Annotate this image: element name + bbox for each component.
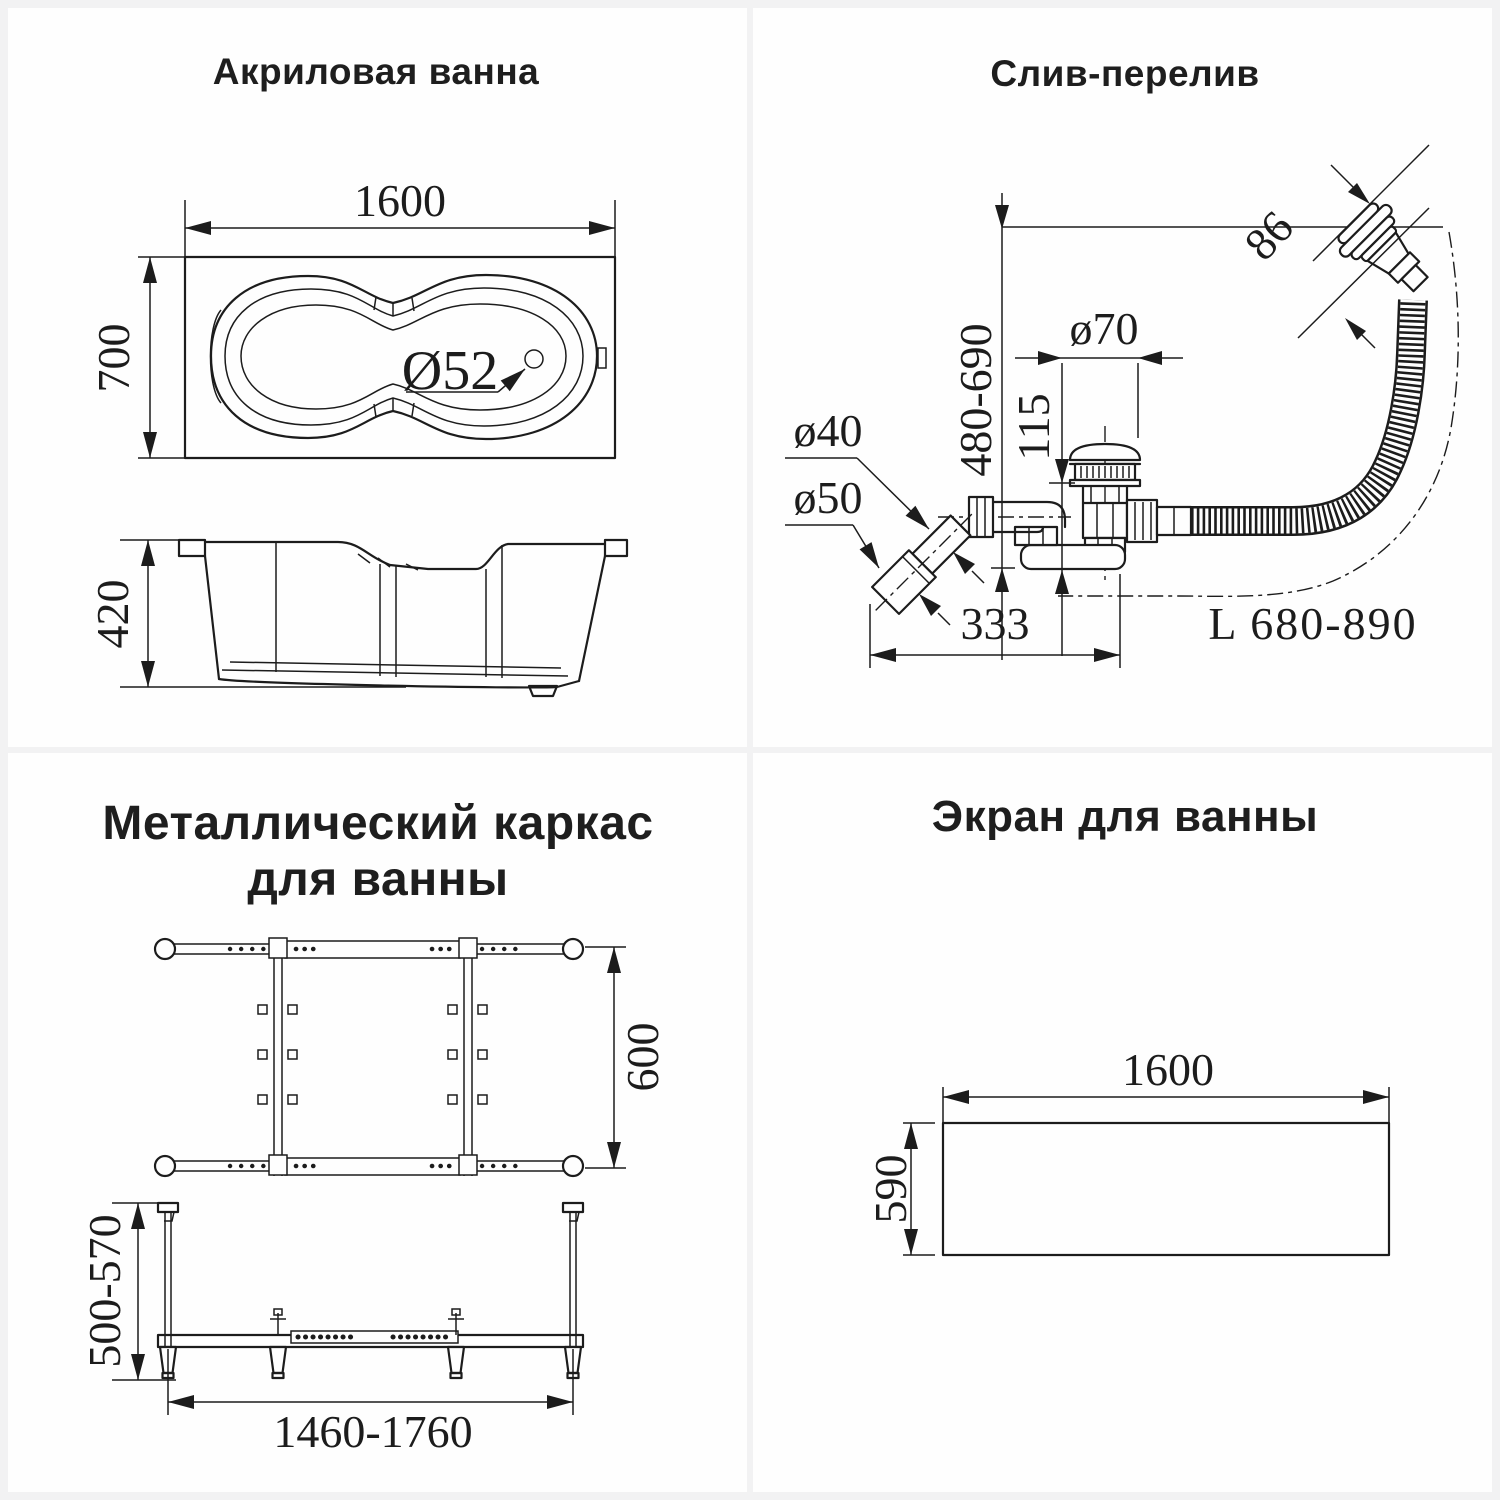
panel-metal-frame: Металлический каркас для ванны xyxy=(8,753,747,1492)
dim-body-height: 115 xyxy=(1008,393,1075,594)
dim-frame-height: 500-570 xyxy=(79,1202,176,1381)
drain-assembly xyxy=(871,426,1193,626)
drain-hole xyxy=(524,349,544,369)
dim-label-frame-height: 500-570 xyxy=(79,1214,130,1367)
hose-range-centerline xyxy=(1058,231,1459,598)
bathtub-top-view: Ø52 xyxy=(183,255,617,460)
frame-top-view xyxy=(153,937,585,1178)
dim-label-width: 700 xyxy=(88,324,139,393)
overflow-head xyxy=(1337,202,1429,293)
dim-label-hose-length: L 680-890 xyxy=(1208,598,1417,649)
dim-drain-top: ø70 xyxy=(1015,303,1183,656)
dim-label-d40: ø40 xyxy=(794,405,863,456)
dim-label-install-height: 480-690 xyxy=(950,323,1001,476)
panel-drain-overflow: Слив-перелив 480-690 xyxy=(753,8,1492,747)
dim-horizontal-offset: 333 xyxy=(869,574,1121,668)
dim-label-frame-depth: 600 xyxy=(617,1023,668,1092)
panel-title-frame-line2: для ванны xyxy=(247,853,508,906)
dim-label-horizontal-offset: 333 xyxy=(961,598,1030,649)
frame-side-view xyxy=(156,1201,585,1380)
dim-bathtub-width: 700 xyxy=(88,256,185,459)
dim-label-height: 420 xyxy=(87,580,138,649)
panel-title-frame-line1: Металлический каркас xyxy=(102,797,653,850)
dim-bathtub-height: 420 xyxy=(87,539,406,688)
dim-label-drain-top: ø70 xyxy=(1070,303,1139,354)
corrugated-hose xyxy=(1191,299,1428,536)
dim-install-height: 480-690 xyxy=(950,193,1443,660)
dim-bathtub-length: 1600 xyxy=(184,175,616,257)
dim-label-body-height: 115 xyxy=(1008,393,1059,460)
dim-label-overflow-depth: 86 xyxy=(1234,201,1303,269)
dim-label-d50: ø50 xyxy=(794,472,863,523)
dim-screen-height: 590 xyxy=(865,1122,935,1256)
dim-pipe-diameters: ø40 ø50 xyxy=(785,405,930,569)
dim-label-length: 1600 xyxy=(354,175,446,226)
dim-label-screen-length: 1600 xyxy=(1122,1044,1214,1095)
panel-bath-screen: Экран для ванны 1600 590 xyxy=(753,753,1492,1492)
panel-title-drain-overflow: Слив-перелив xyxy=(990,53,1259,94)
panel-title-screen: Экран для ванны xyxy=(932,792,1318,841)
bathtub-side-view xyxy=(177,538,629,698)
dim-frame-length: 1460-1760 xyxy=(167,1349,574,1457)
dim-label-screen-height: 590 xyxy=(865,1155,916,1224)
screen-panel-drawing xyxy=(941,1121,1391,1257)
panel-title-bathtub: Акриловая ванна xyxy=(213,51,540,92)
dim-screen-length: 1600 xyxy=(942,1044,1390,1123)
dim-frame-depth: 600 xyxy=(585,946,668,1169)
dim-label-frame-length: 1460-1760 xyxy=(273,1406,472,1457)
panel-acrylic-bathtub: Акриловая ванна Ø52 1600 xyxy=(8,8,747,747)
